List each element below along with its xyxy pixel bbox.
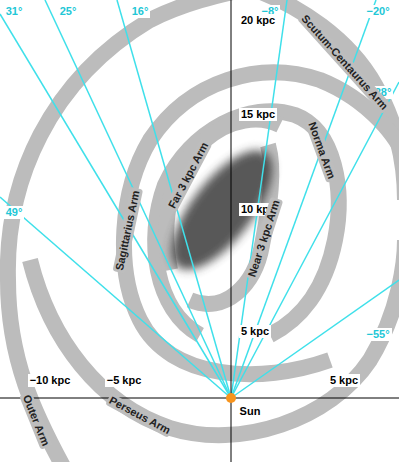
perseus-arm (30, 240, 399, 435)
y-axis (231, 0, 232, 462)
distance-label: 5 kpc (328, 374, 360, 387)
distance-label: −10 kpc (28, 374, 73, 387)
sightline (231, 0, 287, 398)
sightline (231, 0, 376, 398)
longitude-label: 16° (130, 5, 151, 18)
longitude-label: 49° (4, 206, 25, 219)
galactic-bar (154, 135, 290, 285)
sightline (231, 82, 399, 398)
distance-label: −5 kpc (105, 374, 144, 387)
distance-label: 15 kpc (239, 108, 277, 121)
sightline (0, 197, 231, 398)
arm-label: Perseus Arm (105, 392, 174, 437)
sagittarius-arm (124, 73, 399, 375)
distance-label: 5 kpc (239, 325, 271, 338)
sightline (45, 0, 231, 398)
sightline (0, 14, 231, 398)
sun-label: Sun (238, 405, 263, 418)
longitude-label: 31° (4, 5, 25, 18)
distance-label: 20 kpc (239, 14, 277, 27)
longitude-label: −55° (364, 328, 391, 341)
longitude-label: 25° (58, 5, 79, 18)
sun-marker (226, 393, 236, 403)
longitude-label: −20° (364, 5, 391, 18)
sightline (231, 280, 399, 398)
x-axis (0, 398, 399, 399)
